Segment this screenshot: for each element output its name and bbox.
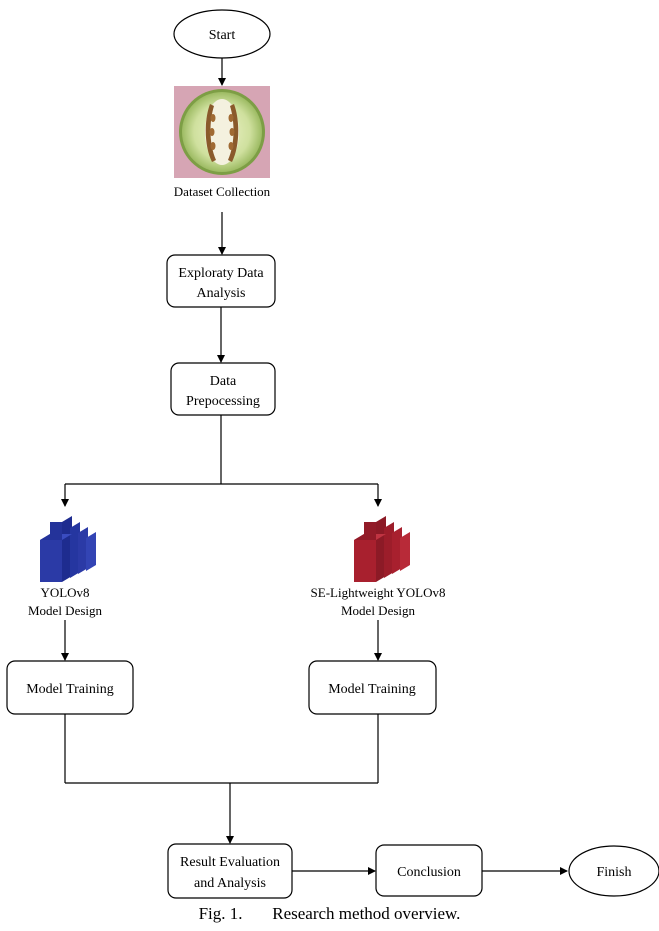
yolo-label-line2: Model Design <box>28 603 103 618</box>
yolo-label-line1: YOLOv8 <box>40 585 89 600</box>
eda-label-line1: Exploraty Data <box>178 266 264 281</box>
eda-label-line2: Analysis <box>197 286 246 301</box>
figure-number: Fig. 1. <box>198 904 243 923</box>
prep-label-line2: Prepocessing <box>186 394 260 409</box>
preprocessing-node <box>170 362 276 416</box>
figure-caption: Fig. 1. Research method overview. <box>0 904 659 924</box>
finish-node <box>568 845 659 897</box>
result-label-line1: Result Evaluation <box>180 855 280 870</box>
model-training-right-node <box>308 660 437 715</box>
dataset-collection-label: Dataset Collection <box>174 184 271 199</box>
training-right-label: Model Training <box>328 682 416 697</box>
training-left-label: Model Training <box>26 682 114 697</box>
figure-caption-text: Research method overview. <box>272 904 461 923</box>
start-label: Start <box>209 28 236 43</box>
conclusion-label: Conclusion <box>397 865 461 880</box>
result-label-line2: and Analysis <box>194 876 266 891</box>
se-label-line2: Model Design <box>341 603 416 618</box>
se-label-line1: SE-Lightweight YOLOv8 <box>311 585 446 600</box>
melon-image <box>174 86 270 178</box>
yolo-model-icon <box>40 516 96 582</box>
se-yolo-model-icon <box>354 516 410 582</box>
finish-label: Finish <box>596 865 631 880</box>
prep-label-line1: Data <box>210 374 237 389</box>
model-training-left-node <box>6 660 134 715</box>
